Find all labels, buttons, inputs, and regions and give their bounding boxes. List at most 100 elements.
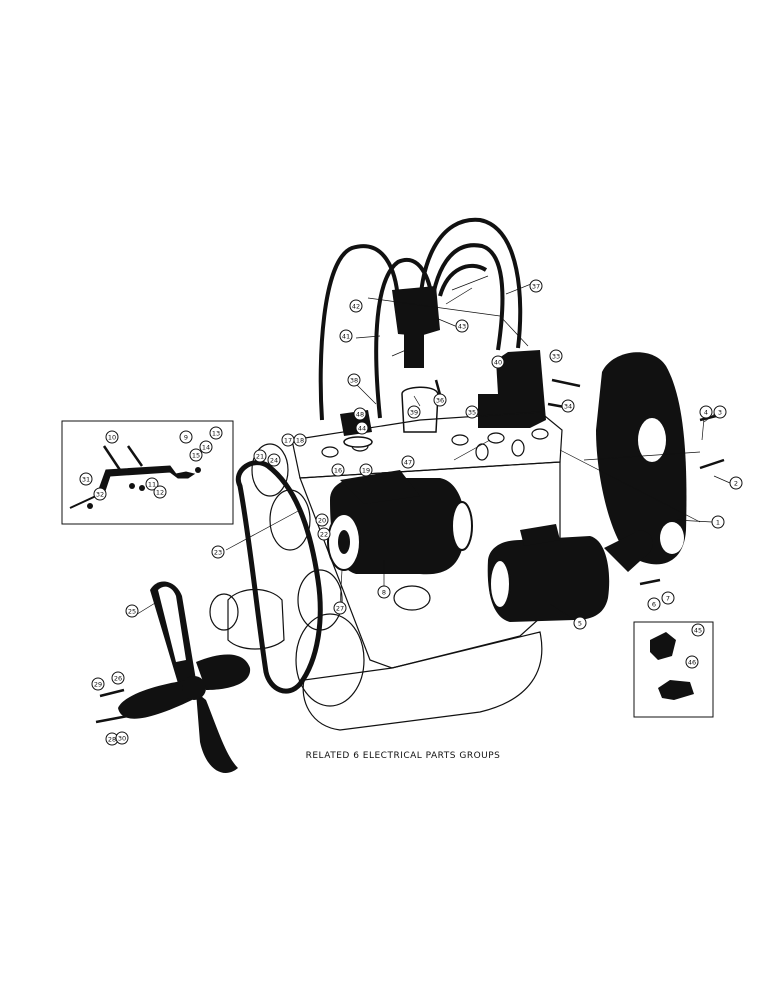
ignition-coil xyxy=(478,350,546,428)
callout-bubble xyxy=(333,601,347,615)
callout-38: 38 xyxy=(347,373,361,387)
callout-number: 41 xyxy=(342,333,350,341)
callout-35: 35 xyxy=(465,405,479,419)
callout-47: 47 xyxy=(401,455,415,469)
callout-42: 42 xyxy=(349,299,363,313)
callout-39: 39 xyxy=(407,405,421,419)
callout-number: 14 xyxy=(202,444,210,452)
callout-number: 35 xyxy=(468,409,476,417)
leader-lines xyxy=(133,275,731,623)
fan-bolts xyxy=(95,378,725,724)
callout-bubble xyxy=(573,616,587,630)
callout-bubble xyxy=(699,405,713,419)
callout-number: 13 xyxy=(212,430,220,438)
callout-29: 29 xyxy=(91,677,105,691)
callout-16: 16 xyxy=(331,463,345,477)
callout-14: 14 xyxy=(199,440,213,454)
callout-number: 20 xyxy=(318,517,326,525)
callout-43: 43 xyxy=(455,319,469,333)
ignition-wires xyxy=(318,217,523,421)
callout-number: 1 xyxy=(716,519,720,527)
callout-46: 46 xyxy=(685,655,699,669)
callout-number: 24 xyxy=(270,457,278,465)
inset-connector-part xyxy=(658,680,694,700)
callout-bubble xyxy=(561,399,575,413)
callout-number: 21 xyxy=(256,453,264,461)
callout-bubble xyxy=(339,329,353,343)
callout-bubble xyxy=(359,463,373,477)
callout-bubble xyxy=(685,655,699,669)
callout-bubble xyxy=(145,477,159,491)
callout-bubble xyxy=(267,453,281,467)
callout-bubble xyxy=(317,527,331,541)
callout-bubble xyxy=(465,405,479,419)
callout-41: 41 xyxy=(339,329,353,343)
callout-bubble xyxy=(433,393,447,407)
callout-bubble xyxy=(315,513,329,527)
callout-number: 37 xyxy=(532,283,540,291)
callout-number: 46 xyxy=(688,659,696,667)
callout-10: 10 xyxy=(105,430,119,444)
callout-number: 42 xyxy=(352,303,360,311)
callout-7: 7 xyxy=(661,591,675,605)
callout-bubble xyxy=(189,448,203,462)
callout-9: 9 xyxy=(179,430,193,444)
callout-number: 12 xyxy=(156,489,164,497)
callout-48: 48 xyxy=(353,407,367,421)
callout-bubble xyxy=(647,597,661,611)
callout-5: 5 xyxy=(573,616,587,630)
callout-21: 21 xyxy=(253,449,267,463)
callout-bubble xyxy=(91,677,105,691)
callout-number: 6 xyxy=(652,601,656,609)
callout-number: 16 xyxy=(334,467,342,475)
callout-30: 30 xyxy=(115,731,129,745)
callout-bubble xyxy=(353,407,367,421)
callout-number: 2 xyxy=(734,480,738,488)
callout-bubble xyxy=(79,472,93,486)
callout-number: 17 xyxy=(284,437,292,445)
callout-bubble xyxy=(349,299,363,313)
callout-number: 33 xyxy=(552,353,560,361)
flywheel-housing-plate xyxy=(596,352,687,565)
callout-bubble xyxy=(115,731,129,745)
callout-bubble xyxy=(105,430,119,444)
callout-27: 27 xyxy=(333,601,347,615)
callout-number: 47 xyxy=(404,459,412,467)
callout-bubble xyxy=(455,319,469,333)
callout-number: 18 xyxy=(296,437,304,445)
callout-bubble xyxy=(211,545,225,559)
callout-25: 25 xyxy=(125,604,139,618)
callout-44: 44 xyxy=(355,421,369,435)
callout-number: 7 xyxy=(666,595,670,603)
callout-2: 2 xyxy=(729,476,743,490)
callout-15: 15 xyxy=(189,448,203,462)
callout-bubble xyxy=(491,355,505,369)
diagram-caption: RELATED 6 ELECTRICAL PARTS GROUPS xyxy=(305,751,501,761)
callout-number: 9 xyxy=(184,434,188,442)
callout-bubble xyxy=(253,449,267,463)
callout-bubble xyxy=(111,671,125,685)
callout-number: 39 xyxy=(410,409,418,417)
fan-belt xyxy=(235,460,323,694)
callout-number: 15 xyxy=(192,452,200,460)
callout-bubble xyxy=(377,585,391,599)
callout-number: 31 xyxy=(82,476,90,484)
callout-number: 27 xyxy=(336,605,344,613)
callout-number: 26 xyxy=(114,675,122,683)
callout-13: 13 xyxy=(209,426,223,440)
inset-switch-group xyxy=(633,621,714,718)
callout-bubble xyxy=(407,405,421,419)
callout-number: 30 xyxy=(118,735,126,743)
callout-bubble xyxy=(529,279,543,293)
inset-bracket-group xyxy=(61,420,234,525)
callout-20: 20 xyxy=(315,513,329,527)
callout-34: 34 xyxy=(561,399,575,413)
callout-19: 19 xyxy=(359,463,373,477)
callout-number: 32 xyxy=(96,491,104,499)
callout-number: 36 xyxy=(436,397,444,405)
callout-31: 31 xyxy=(79,472,93,486)
callout-number: 29 xyxy=(94,681,102,689)
callout-number: 45 xyxy=(694,627,702,635)
